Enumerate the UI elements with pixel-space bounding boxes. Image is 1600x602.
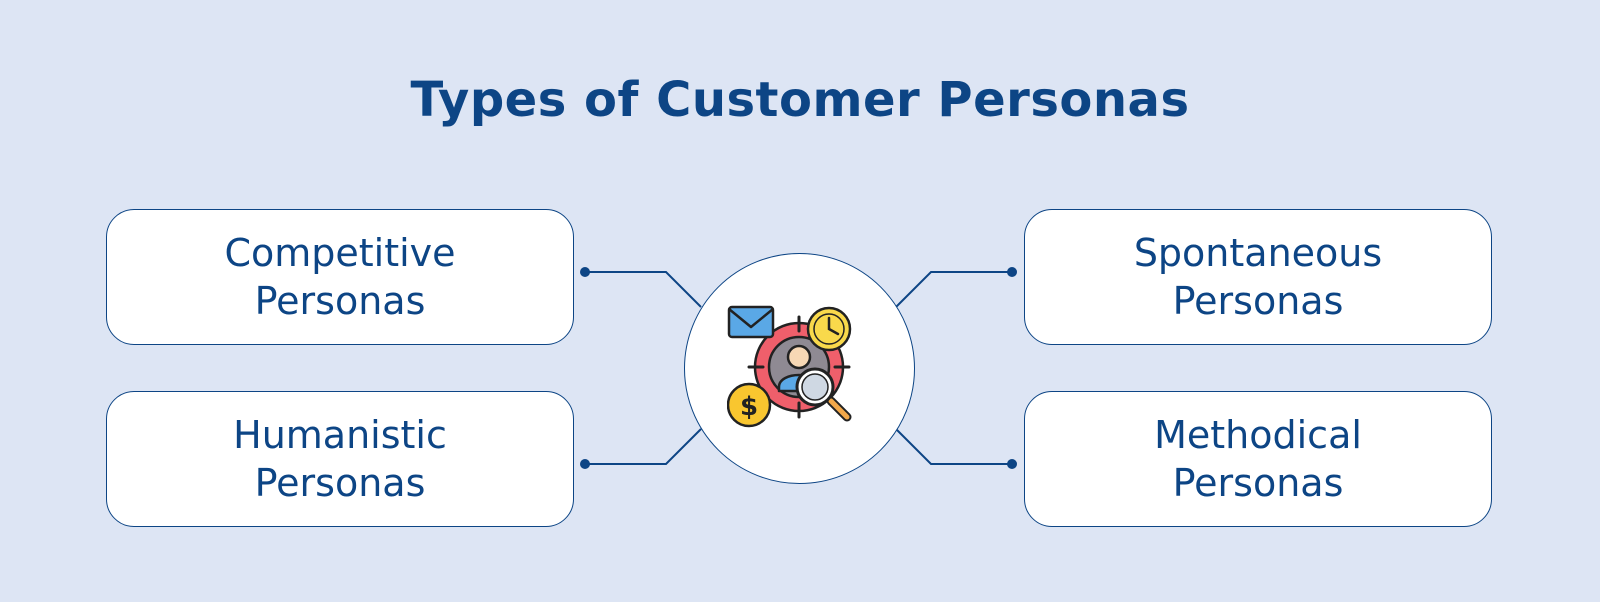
connector-dot-bottom-left: [580, 459, 590, 469]
persona-box-humanistic: Humanistic Personas: [106, 391, 574, 527]
connector-bottom-right: [895, 428, 1012, 465]
persona-label: Personas: [1172, 461, 1344, 505]
connector-bottom-left: [585, 428, 702, 465]
connector-dot-bottom-right: [1007, 459, 1017, 469]
persona-label: Personas: [1172, 279, 1344, 323]
connector-dot-top-right: [1007, 267, 1017, 277]
persona-label: Personas: [254, 279, 426, 323]
persona-label: Personas: [254, 461, 426, 505]
connector-top-left: [585, 271, 702, 308]
persona-box-spontaneous: Spontaneous Personas: [1024, 209, 1492, 345]
connector-dot-top-left: [580, 267, 590, 277]
persona-box-competitive: Competitive Personas: [106, 209, 574, 345]
persona-label: Competitive: [224, 231, 456, 275]
persona-label: Humanistic: [233, 413, 447, 457]
diagram-title: Types of Customer Personas: [410, 72, 1190, 128]
persona-label: Spontaneous: [1133, 231, 1383, 275]
persona-label: Methodical: [1154, 413, 1362, 457]
connector-top-right: [895, 271, 1012, 308]
svg-text:$: $: [740, 392, 758, 422]
customer-target-icon: $: [727, 305, 852, 428]
persona-box-methodical: Methodical Personas: [1024, 391, 1492, 527]
